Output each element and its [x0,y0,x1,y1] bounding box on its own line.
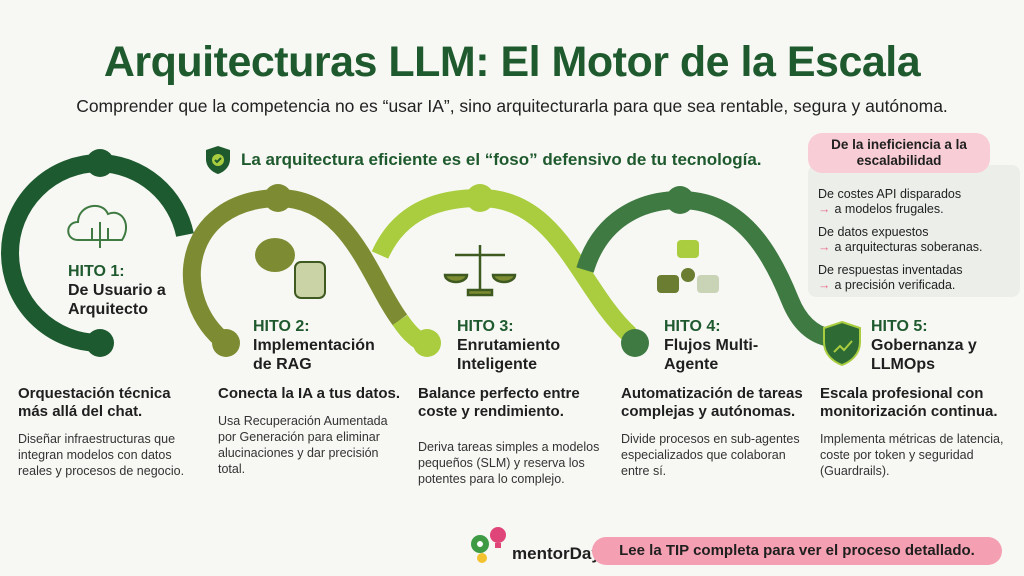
arc-1 [1,154,194,352]
panel-title: De la ineficiencia a la escalabilidad [808,133,990,173]
mentorday-logo: mentorDay [468,524,601,564]
panel-item: De respuestas inventadas→a precisión ver… [818,263,963,292]
dot-1-top [86,149,114,177]
dot-2-top [264,184,292,212]
cloud-network-icon [67,204,127,248]
moat-text: La arquitectura eficiente es el “foso” d… [241,150,762,169]
dot-3-top [466,184,494,212]
milestone-1-detail: Orquestación técnica más allá del chat.D… [18,385,185,478]
panel-item: De costes API disparados→a modelos fruga… [818,187,962,216]
moat-statement: La arquitectura eficiente es el “foso” d… [205,145,762,175]
dot-3-bottom [413,329,441,357]
page-title: Arquitecturas LLM: El Motor de la Escala [103,38,921,86]
milestone-5-label: HITO 5:Gobernanza y LLMOps [871,318,977,373]
scale-icon [443,245,517,297]
shield-check-icon [206,146,230,174]
milestone-5-detail: Escala profesional con monitorización co… [820,385,1004,478]
milestone-2-detail: Conecta la IA a tus datos.Usa Recuperaci… [218,385,400,476]
milestone-2-label: HITO 2:Implementación de RAG [253,318,375,373]
dot-4-top [666,186,694,214]
arc-4 [576,190,833,347]
read-tip-button[interactable]: Lee la TIP completa para ver el proceso … [592,537,1002,565]
arrow-right-icon: → [818,240,831,254]
brain-database-icon [255,238,326,299]
dot-1-bottom [86,329,114,357]
dot-2-bottom [212,329,240,357]
milestone-3-label: HITO 3:Enrutamiento Inteligente [457,318,561,373]
milestone-3-detail: Balance perfecto entre coste y rendimien… [418,385,600,486]
arrow-right-icon: → [818,202,831,216]
gear-bulb-icon [471,527,506,563]
arrow-right-icon: → [818,278,831,292]
transformation-panel: De costes API disparados→a modelos fruga… [808,165,1020,297]
milestone-1-label: HITO 1:De Usuario a Arquitecto [68,263,166,318]
panel-item: De datos expuestos→a arquitecturas sober… [818,225,983,254]
milestone-4-label: HITO 4:Flujos Multi-Agente [664,318,759,373]
robots-icon [657,240,719,293]
dot-4-bottom [621,329,649,357]
page-subtitle: Comprender que la competencia no es “usa… [76,96,948,116]
milestone-4-detail: Automatización de tareas complejas y aut… [621,385,803,478]
shield-chart-icon [823,320,861,367]
